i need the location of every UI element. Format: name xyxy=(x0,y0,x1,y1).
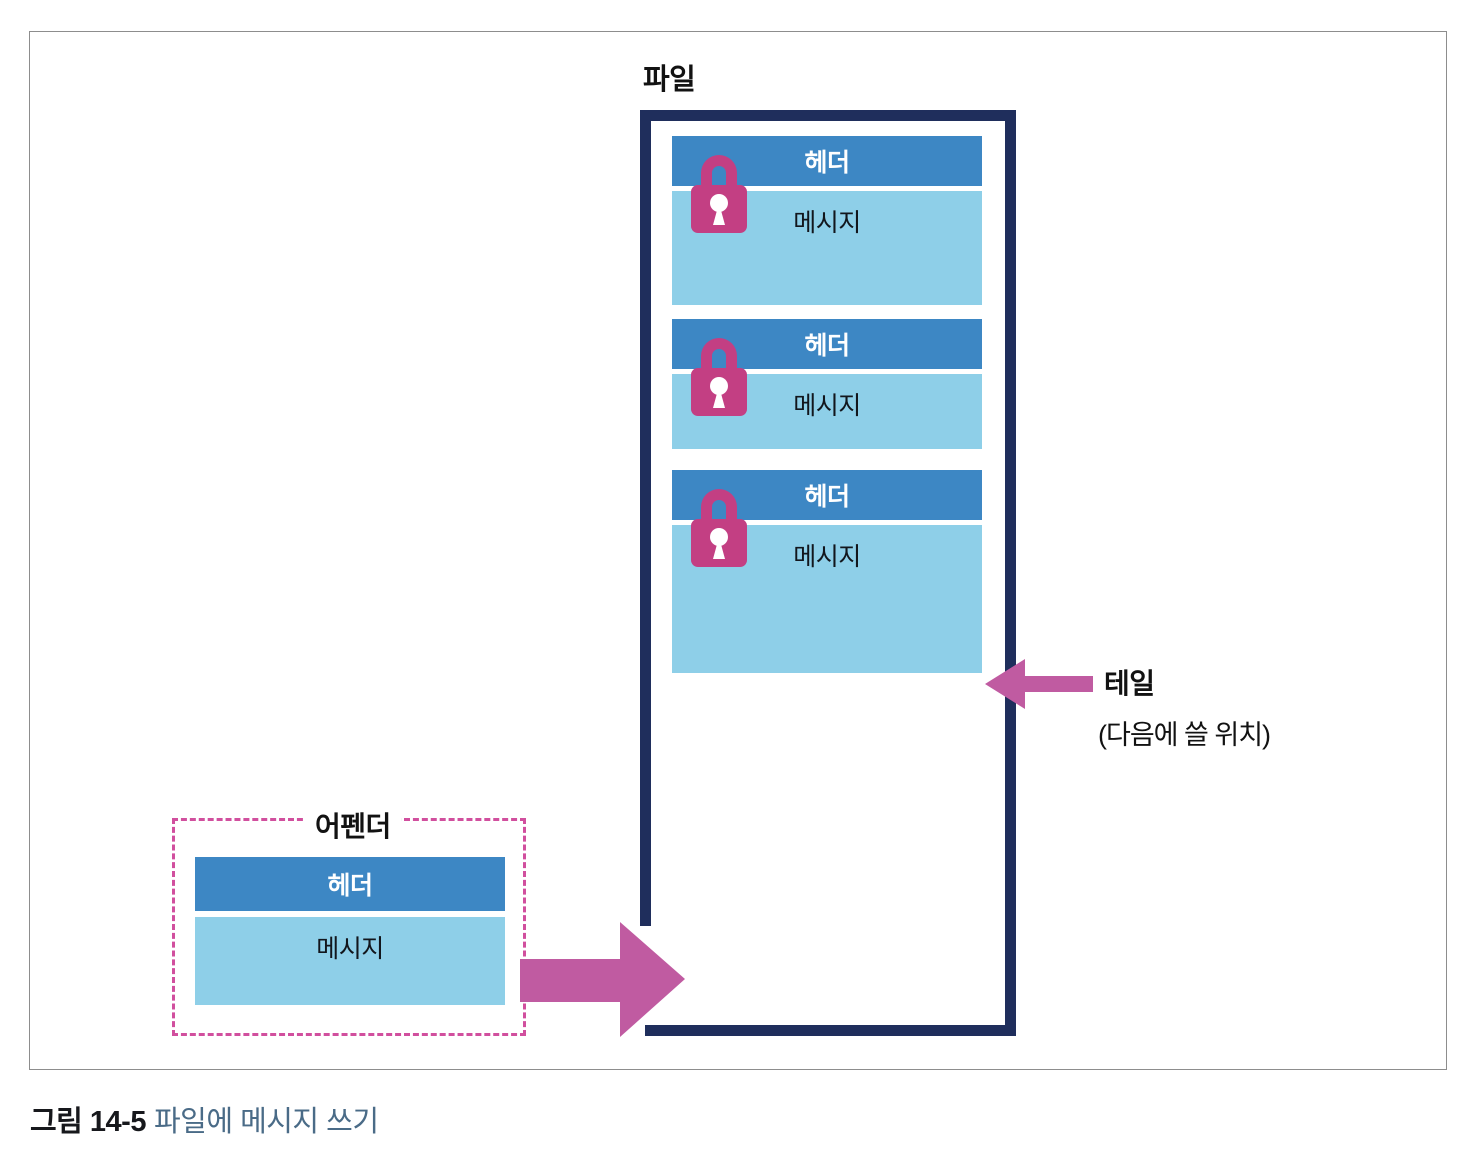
padlock-icon xyxy=(686,482,752,570)
record-body-label-3: 메시지 xyxy=(793,543,861,571)
caption-text: 파일에 메시지 쓰기 xyxy=(153,1106,379,1138)
file-frame-right-edge xyxy=(1005,110,1016,1036)
appender-header: 헤더 xyxy=(195,857,505,911)
appender-body-label: 메시지 xyxy=(316,935,384,963)
appender-body: 메시지 xyxy=(195,917,505,1005)
file-title: 파일 xyxy=(643,64,696,96)
arrow-right-icon xyxy=(520,922,685,1037)
appender-title: 어펜더 xyxy=(305,805,401,845)
tail-label: 테일 xyxy=(1104,668,1155,699)
tail-sublabel: (다음에 쓸 위치) xyxy=(1098,720,1271,750)
file-frame-left-edge xyxy=(640,110,651,926)
record-body-label-1: 메시지 xyxy=(793,209,861,237)
file-frame-top-edge xyxy=(640,110,1016,121)
file-frame-bottom-edge xyxy=(645,1025,1016,1036)
record-body-label-2: 메시지 xyxy=(793,392,861,420)
arrow-left-icon xyxy=(985,655,1093,713)
padlock-icon xyxy=(686,148,752,236)
padlock-icon xyxy=(686,331,752,419)
caption-number: 그림 14-5 xyxy=(30,1106,146,1138)
record-body-1: 메시지 xyxy=(672,191,982,305)
